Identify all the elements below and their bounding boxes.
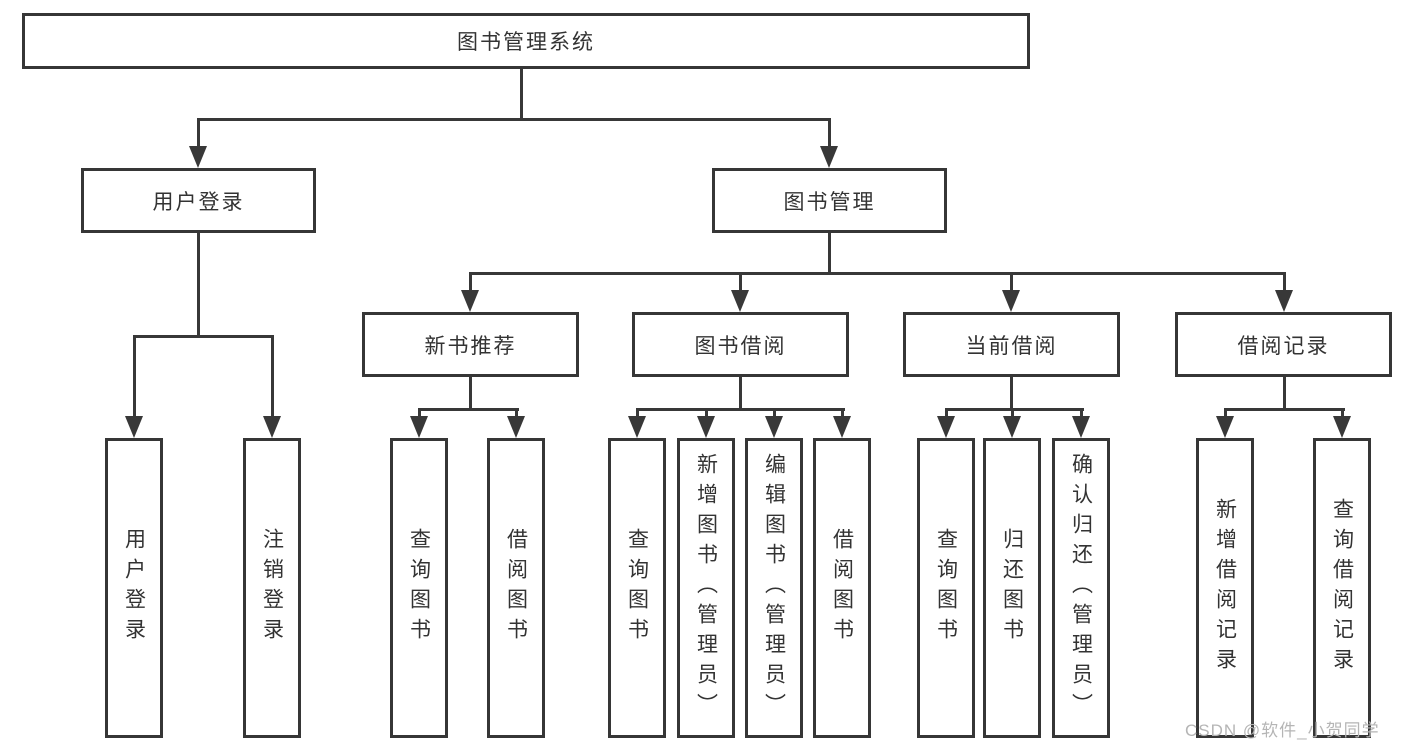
connector-arrow-shaft xyxy=(828,121,831,146)
node-borrow-records: 借阅记录 xyxy=(1175,312,1392,377)
connector-arrow-shaft xyxy=(1080,411,1083,416)
arrow-down-icon xyxy=(1072,416,1090,438)
leaf-logout-label: 注销登录 xyxy=(260,528,284,648)
node-user-login: 用户登录 xyxy=(81,168,316,233)
connector-book-management-stem xyxy=(828,233,831,272)
arrow-down-icon xyxy=(731,290,749,312)
leaf-borrow-add-book-label: 新增图书（管理员） xyxy=(694,453,718,723)
arrow-down-icon xyxy=(697,416,715,438)
arrow-down-icon xyxy=(410,416,428,438)
connector-current-borrow-stem xyxy=(1010,377,1013,408)
connector-new-book-stem xyxy=(469,377,472,408)
connector-user-login-stem xyxy=(197,233,200,335)
leaf-borrow-book-label: 借阅图书 xyxy=(830,528,854,648)
leaf-current-query: 查询图书 xyxy=(917,438,975,738)
node-new-book-recommend-label: 新书推荐 xyxy=(424,334,517,358)
leaf-borrow-add-book: 新增图书（管理员） xyxy=(677,438,735,738)
leaf-newbook-borrow: 借阅图书 xyxy=(487,438,545,738)
node-borrow-records-label: 借阅记录 xyxy=(1237,334,1330,358)
node-current-borrow: 当前借阅 xyxy=(903,312,1120,377)
leaf-newbook-borrow-label: 借阅图书 xyxy=(504,528,528,648)
connector-arrow-shaft xyxy=(1011,411,1014,416)
arrow-down-icon xyxy=(833,416,851,438)
connector-arrow-shaft xyxy=(773,411,776,416)
leaf-query-borrow-record-label: 查询借阅记录 xyxy=(1330,498,1354,678)
leaf-borrow-query-label: 查询图书 xyxy=(625,528,649,648)
arrow-down-icon xyxy=(263,416,281,438)
connector-arrow-shaft xyxy=(705,411,708,416)
connector-arrow-shaft xyxy=(945,411,948,416)
connector-arrow-shaft xyxy=(418,411,421,416)
connector-arrow-shaft xyxy=(636,411,639,416)
node-book-management-label: 图书管理 xyxy=(783,190,876,214)
leaf-user-login-label: 用户登录 xyxy=(122,528,146,648)
leaf-logout: 注销登录 xyxy=(243,438,301,738)
leaf-borrow-query: 查询图书 xyxy=(608,438,666,738)
leaf-borrow-edit-book-label: 编辑图书（管理员） xyxy=(762,453,786,723)
node-book-borrow-label: 图书借阅 xyxy=(694,334,787,358)
arrow-down-icon xyxy=(1275,290,1293,312)
node-user-login-label: 用户登录 xyxy=(152,190,245,214)
connector-book-management-split xyxy=(469,272,1286,275)
leaf-confirm-return: 确认归还（管理员） xyxy=(1052,438,1110,738)
connector-borrow-records-stem xyxy=(1283,377,1286,408)
connector-borrow-records-split xyxy=(1224,408,1345,411)
arrow-down-icon xyxy=(1216,416,1234,438)
arrow-down-icon xyxy=(507,416,525,438)
connector-current-borrow-split xyxy=(945,408,1084,411)
arrow-down-icon xyxy=(1002,290,1020,312)
node-book-management: 图书管理 xyxy=(712,168,947,233)
node-root: 图书管理系统 xyxy=(22,13,1030,69)
leaf-current-query-label: 查询图书 xyxy=(934,528,958,648)
arrow-down-icon xyxy=(125,416,143,438)
connector-arrow-shaft xyxy=(841,411,844,416)
connector-arrow-shaft xyxy=(1283,275,1286,290)
connector-arrow-shaft xyxy=(515,411,518,416)
connector-book-borrow-stem xyxy=(739,377,742,408)
leaf-user-login: 用户登录 xyxy=(105,438,163,738)
connector-arrow-shaft xyxy=(1010,275,1013,290)
connector-root-stem xyxy=(520,69,523,118)
leaf-add-borrow-record: 新增借阅记录 xyxy=(1196,438,1254,738)
arrow-down-icon xyxy=(628,416,646,438)
node-root-label: 图书管理系统 xyxy=(457,31,595,54)
leaf-newbook-query: 查询图书 xyxy=(390,438,448,738)
leaf-query-borrow-record: 查询借阅记录 xyxy=(1313,438,1371,738)
arrow-down-icon xyxy=(461,290,479,312)
node-new-book-recommend: 新书推荐 xyxy=(362,312,579,377)
connector-arrow-shaft xyxy=(739,275,742,290)
arrow-down-icon xyxy=(937,416,955,438)
node-book-borrow: 图书借阅 xyxy=(632,312,849,377)
arrow-down-icon xyxy=(1333,416,1351,438)
leaf-return-book-label: 归还图书 xyxy=(1000,528,1024,648)
arrow-down-icon xyxy=(189,146,207,168)
connector-book-borrow-split xyxy=(636,408,845,411)
arrow-down-icon xyxy=(765,416,783,438)
node-current-borrow-label: 当前借阅 xyxy=(965,334,1058,358)
csdn-watermark: CSDN @软件_小贺同学 xyxy=(1185,721,1380,740)
arrow-down-icon xyxy=(1003,416,1021,438)
connector-root-split xyxy=(197,118,831,121)
leaf-add-borrow-record-label: 新增借阅记录 xyxy=(1213,498,1237,678)
connector-arrow-shaft xyxy=(197,121,200,146)
connector-user-login-split xyxy=(133,335,274,338)
leaf-borrow-book: 借阅图书 xyxy=(813,438,871,738)
connector-arrow-shaft xyxy=(1224,411,1227,416)
connector-arrow-shaft xyxy=(1341,411,1344,416)
connector-arrow-shaft xyxy=(271,338,274,416)
leaf-return-book: 归还图书 xyxy=(983,438,1041,738)
leaf-borrow-edit-book: 编辑图书（管理员） xyxy=(745,438,803,738)
leaf-newbook-query-label: 查询图书 xyxy=(407,528,431,648)
leaf-confirm-return-label: 确认归还（管理员） xyxy=(1069,453,1093,723)
connector-new-book-split xyxy=(418,408,519,411)
connector-arrow-shaft xyxy=(469,275,472,290)
connector-arrow-shaft xyxy=(133,338,136,416)
arrow-down-icon xyxy=(820,146,838,168)
